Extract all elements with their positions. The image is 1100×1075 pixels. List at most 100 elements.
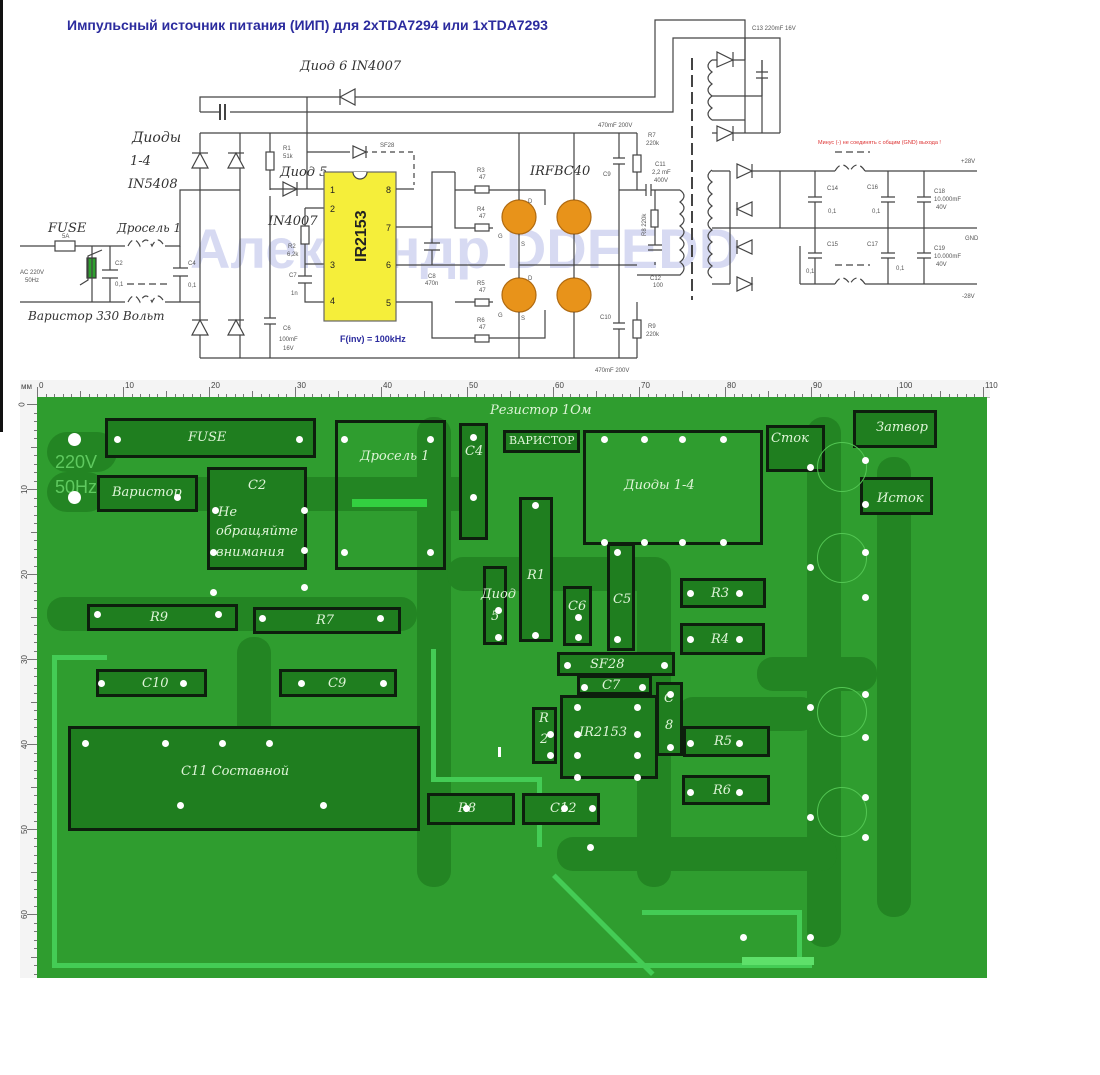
solder-pad (531, 501, 539, 509)
ruler-tick (34, 591, 37, 592)
ruler-tick (34, 718, 37, 720)
solder-pad (633, 751, 641, 759)
schematic-title: Импульсный источник питания (ИИП) для 2x… (67, 17, 548, 33)
component-label: R1 (527, 568, 546, 583)
ruler-tick (71, 394, 73, 397)
pcb-c12[interactable]: C12 (522, 793, 600, 825)
ruler-top-label: 40 (383, 381, 392, 390)
ruler-tick (630, 394, 632, 397)
ruler-top-label: 90 (813, 381, 822, 390)
pcb-c4[interactable]: C4 (459, 423, 488, 540)
pcb-r8[interactable]: R8 (427, 793, 515, 825)
wire (270, 97, 345, 196)
ruler-tick (45, 394, 47, 397)
mosfet-outline (817, 533, 867, 583)
pcb-fuse[interactable]: FUSE (105, 418, 316, 458)
ruler-tick (34, 752, 37, 754)
ruler-tick (836, 394, 838, 397)
ruler-tick (733, 394, 735, 397)
pcb-gate[interactable]: Затвор (853, 410, 937, 448)
pcb-varistor-2[interactable]: ВАРИСТОР (503, 430, 580, 453)
solder-pad (563, 661, 571, 669)
pcb-c11-composite[interactable]: C11 Составной (68, 726, 420, 831)
pcb-c5[interactable]: C5 (607, 543, 635, 651)
diodes-label: Диоды (131, 130, 181, 146)
pcb-source[interactable]: Исток (860, 477, 933, 515)
solder-pad (633, 703, 641, 711)
solder-pad (161, 739, 169, 747)
diode5-label: Диод 5 (279, 165, 327, 180)
ruler-tick (34, 480, 37, 482)
ic-label: IR2153 (353, 210, 370, 262)
sf28-dashed (345, 151, 415, 185)
r3-value: 47 (479, 175, 486, 181)
ruler-tick (269, 394, 271, 397)
solder-pad (300, 546, 308, 554)
solder-pad (638, 683, 646, 691)
pcb-c2[interactable]: C2 Не обращяйте внимания (207, 467, 307, 570)
pcb-choke[interactable]: Дросель 1 (335, 420, 446, 570)
solder-pad (806, 463, 814, 471)
ruler-tick (484, 394, 486, 397)
wire (200, 37, 781, 133)
ruler-tick (553, 387, 554, 397)
pcb-r1[interactable]: R1 (519, 497, 553, 642)
pin-1: 1 (330, 185, 335, 195)
solder-pad (81, 739, 89, 747)
ruler-tick (34, 973, 37, 975)
ruler-tick (647, 394, 649, 397)
ruler-tick (34, 727, 37, 728)
ruler-tick (372, 394, 374, 397)
ruler-tick (27, 829, 37, 830)
c6-value: 100mF (279, 337, 298, 343)
output-rectifier-diodes (735, 163, 754, 292)
pcb-r7[interactable]: R7 (253, 607, 401, 634)
solder-pad (686, 739, 694, 747)
pcb-diodes-1-4[interactable]: Диоды 1-4 (583, 430, 763, 545)
solder-pad (633, 773, 641, 781)
mosfet-outline (817, 787, 867, 837)
source-pin: S (521, 316, 525, 322)
component-label: FUSE (188, 430, 227, 445)
r4-value: 47 (479, 214, 486, 220)
c8-value: 470n (425, 281, 438, 287)
ruler-tick (449, 394, 451, 397)
pcb-r9[interactable]: R9 (87, 604, 238, 631)
solder-pad (560, 804, 568, 812)
pcb-r6[interactable]: R6 (682, 775, 770, 805)
jumper-wire (431, 649, 436, 781)
pcb-c9[interactable]: C9 (279, 669, 397, 697)
r6-value: 47 (479, 325, 486, 331)
pcb-varistor[interactable]: Варистор (97, 475, 198, 512)
component-label: C (664, 691, 674, 706)
pcb-r3[interactable]: R3 (680, 578, 766, 608)
solder-pad (861, 593, 869, 601)
ruler-tick (27, 659, 37, 660)
ruler-left-label: 30 (19, 655, 29, 664)
pcb-c10[interactable]: C10 (96, 669, 207, 697)
pcb-r4[interactable]: R4 (680, 623, 765, 655)
ruler-tick (879, 394, 881, 397)
ruler-tick (578, 394, 580, 397)
gate-pin: G (498, 234, 503, 240)
ruler-tick (922, 394, 924, 397)
ruler-tick (596, 391, 597, 397)
ruler-tick (243, 394, 245, 397)
pcb-sf28[interactable]: SF28 (557, 652, 675, 676)
solder-pad (340, 548, 348, 556)
component-label: 5 (491, 609, 500, 624)
ruler-left-label: 60 (19, 910, 29, 919)
solder-pad (666, 743, 674, 751)
pcb-c7[interactable]: C7 (577, 675, 652, 695)
solder-pad (861, 548, 869, 556)
solder-pad (546, 751, 554, 759)
filter-capacitors (808, 171, 931, 284)
component-label: 8 (665, 718, 674, 733)
ruler-tick (759, 394, 761, 397)
pcb-r5[interactable]: R5 (683, 726, 770, 757)
silk-220v: 220V (55, 452, 98, 472)
ruler-tick (940, 391, 941, 397)
ruler-top-label: 60 (555, 381, 564, 390)
pin-3: 3 (330, 260, 335, 270)
